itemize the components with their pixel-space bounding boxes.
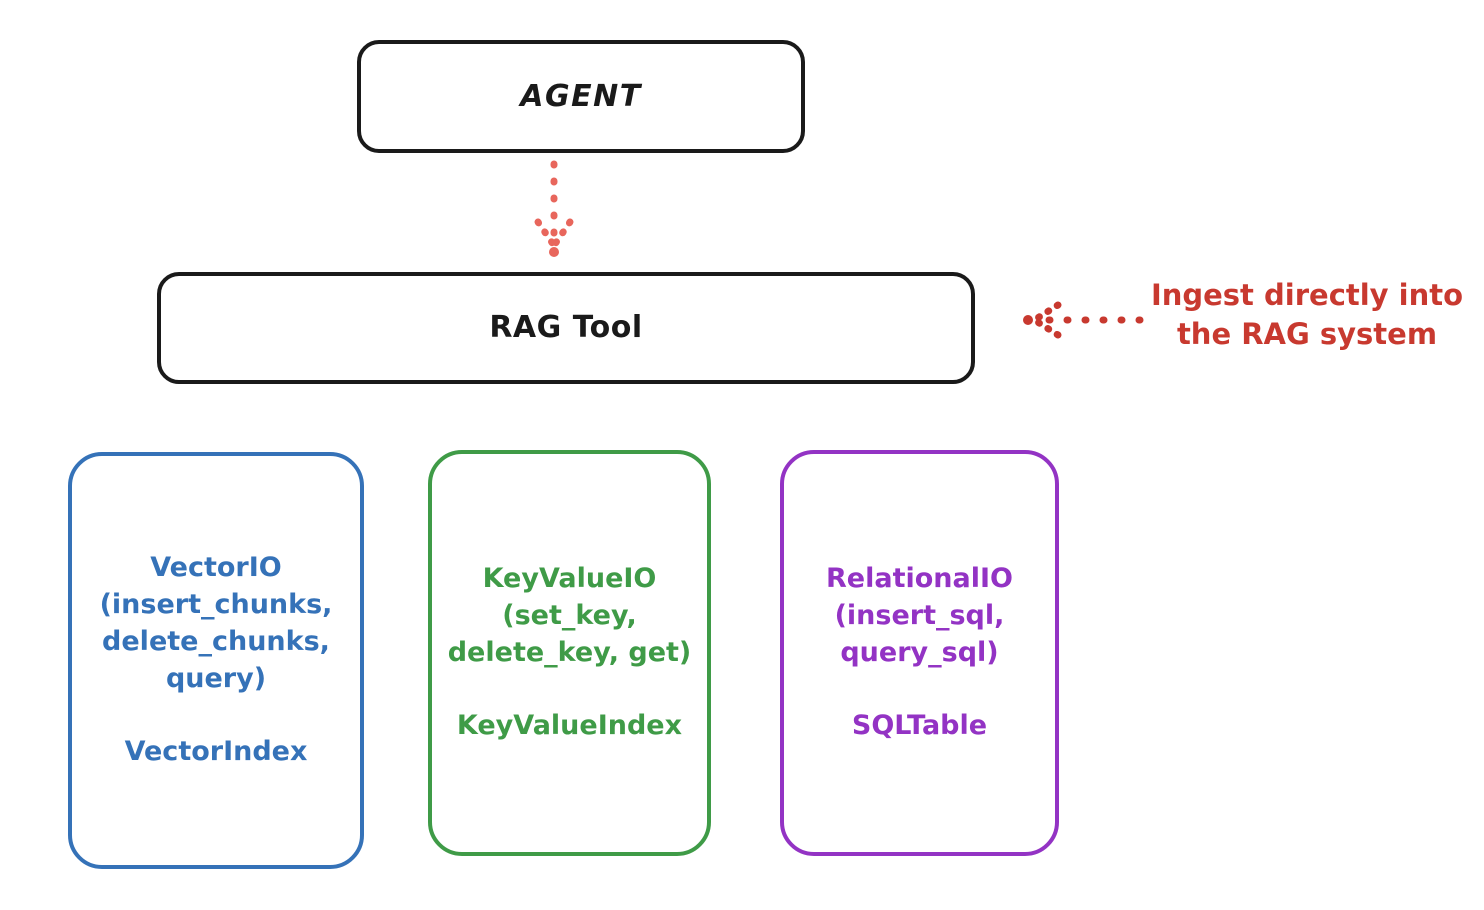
- arrowhead-tip: [549, 247, 559, 257]
- ingest-arrow: [1023, 301, 1144, 339]
- relational-io-node-label: RelationalIO (insert_sql, query_sql) SQL…: [826, 563, 1013, 742]
- vector-io-node-label: VectorIO (insert_chunks, delete_chunks, …: [99, 552, 333, 767]
- key-value-io-node[interactable]: KeyValueIO (set_key, delete_key, get) Ke…: [428, 450, 711, 856]
- arrowhead-tip: [1023, 315, 1033, 325]
- arrowhead-lower-barb: [1032, 317, 1062, 339]
- rag-tool-node-label: RAG Tool: [489, 310, 643, 346]
- agent-node[interactable]: AGENT: [357, 40, 805, 153]
- rag-tool-node[interactable]: RAG Tool: [157, 272, 975, 384]
- arrowhead-upper-barb: [1032, 301, 1062, 323]
- arrowhead-right-barb: [551, 218, 574, 248]
- agent-to-rag-tool-arrow: [534, 160, 574, 257]
- key-value-io-node-label: KeyValueIO (set_key, delete_key, get) Ke…: [447, 563, 692, 742]
- relational-io-node[interactable]: RelationalIO (insert_sql, query_sql) SQL…: [780, 450, 1059, 856]
- arrowhead-left-barb: [534, 218, 557, 248]
- vector-io-node[interactable]: VectorIO (insert_chunks, delete_chunks, …: [68, 452, 364, 869]
- ingest-annotation-text: Ingest directly into the RAG system: [1150, 278, 1464, 351]
- agent-node-label: AGENT: [520, 78, 642, 114]
